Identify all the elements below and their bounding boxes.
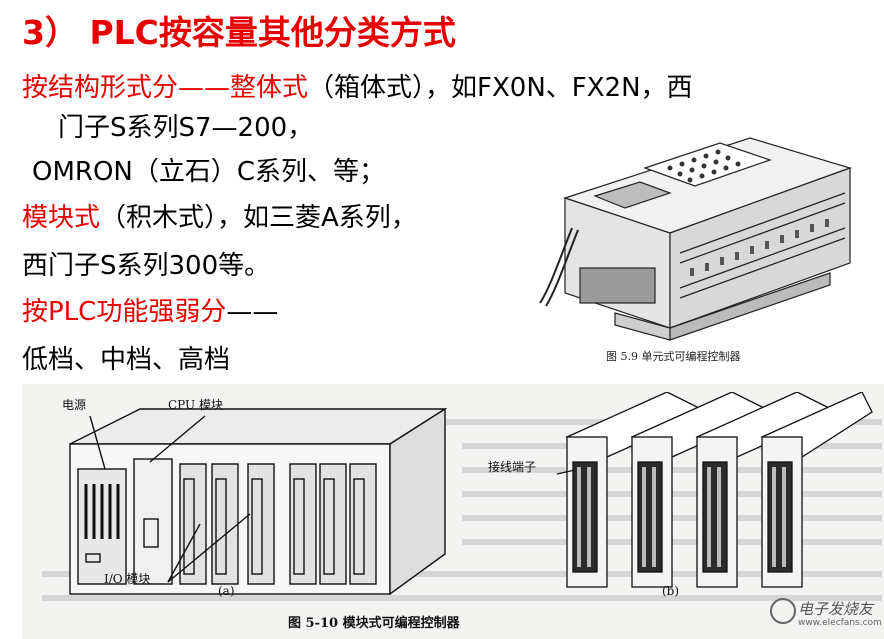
modular-rack-drawing [69, 407, 448, 596]
watermark-url: www.elecfans.com [798, 618, 882, 628]
figure-unit-plc: 图 5.9 单元式可编程控制器 [520, 128, 856, 368]
label-io-module: I/O 模块 [104, 572, 151, 586]
label-b: (b) [662, 584, 680, 598]
text-line-2: 门子S系列S7—200， [58, 113, 314, 143]
figure-unit-plc-caption: 图 5.9 单元式可编程控制器 [606, 350, 741, 363]
integral-type-examples: （箱体式），如FX0N、FX2N，西 [308, 73, 693, 103]
label-power: 电源 [62, 398, 87, 412]
label-a: (a) [218, 584, 235, 598]
module-cards-drawing [556, 392, 873, 588]
text-line-3: OMRON（立石）C系列、等； [32, 157, 386, 187]
text-line-6: 按PLC功能强弱分—— [22, 296, 278, 328]
function-classification-label: 按PLC功能强弱分 [22, 297, 227, 327]
text-line-5: 西门子S系列300等。 [22, 251, 271, 281]
figure-modular-plc: 电源 CPU 模块 I/O 模块 (a) [22, 384, 884, 639]
structure-classification-label: 按结构形式分—— [22, 73, 231, 103]
integral-type-label: 整体式 [230, 73, 309, 103]
watermark: 电子发烧友 www.elecfans.com [770, 596, 882, 636]
watermark-logo-icon [770, 598, 796, 624]
unit-plc-drawing [539, 137, 852, 341]
function-classification-dash: —— [226, 297, 279, 327]
text-line-7: 低档、中档、高档 [22, 345, 231, 375]
slide-title: 3） PLC按容量其他分类方式 [22, 13, 456, 52]
label-cpu-module: CPU 模块 [168, 398, 223, 412]
text-line-1: 按结构形式分——整体式（箱体式），如FX0N、FX2N，西 [22, 72, 693, 104]
modular-type-label: 模块式 [22, 203, 101, 233]
label-terminal-block: 接线端子 [488, 460, 537, 474]
text-line-4: 模块式（积木式），如三菱A系列， [22, 202, 417, 234]
figure-modular-plc-caption: 图 5-10 模块式可编程控制器 [288, 616, 460, 631]
modular-type-examples: （积木式），如三菱A系列， [100, 203, 417, 233]
watermark-text: 电子发烧友 [798, 600, 874, 618]
